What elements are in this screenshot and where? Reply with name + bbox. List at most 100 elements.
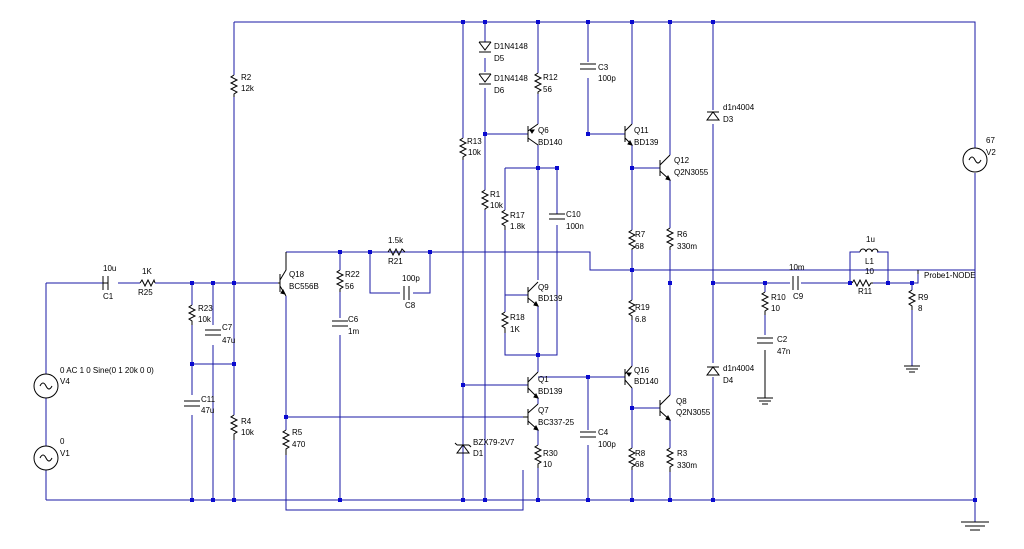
d3-ref: D3: [723, 115, 734, 124]
resistor-r2[interactable]: R2 12k: [229, 73, 255, 97]
resistor-r10[interactable]: R10 10: [760, 291, 786, 315]
r6-ref: R6: [677, 230, 688, 239]
v4-ref: V4: [60, 377, 70, 386]
c2-value: 47n: [777, 347, 790, 356]
c4-value: 100p: [598, 440, 616, 449]
v2-value: 67: [986, 136, 995, 145]
transistor-q18[interactable]: Q18 BC556B: [278, 252, 319, 297]
voltage-probe[interactable]: Probe1-NODE: [917, 270, 976, 280]
r1-ref: R1: [490, 190, 501, 199]
r10-value: 10: [771, 304, 780, 313]
q16-value: BD140: [634, 377, 659, 386]
resistor-r8[interactable]: R8 68: [627, 447, 646, 470]
r8-value: 68: [635, 460, 644, 469]
transistor-q1[interactable]: Q1 BD139: [527, 371, 563, 399]
r22-value: 56: [345, 282, 354, 291]
r4-value: 10k: [241, 428, 255, 437]
voltage-source-v4[interactable]: 0 AC 1 0 Sine(0 1 20k 0 0) V4: [33, 366, 154, 399]
r11-ref: R11: [858, 287, 873, 296]
d5-value: D1N4148: [494, 42, 528, 51]
c7-value: 47u: [222, 336, 235, 345]
inductor-l1[interactable]: 1u L1 10: [859, 235, 879, 276]
resistor-r7[interactable]: R7 68: [627, 229, 646, 251]
c8-value: 100p: [402, 274, 420, 283]
resistor-r22[interactable]: R22 56: [335, 269, 360, 292]
diode-d3[interactable]: d1n4004 D3: [706, 103, 755, 124]
r17-value: 1.8k: [510, 222, 526, 231]
capacitor-c3[interactable]: C3 100p: [580, 63, 616, 83]
capacitor-c2[interactable]: C2 47n: [757, 335, 790, 356]
r25-ref: R25: [138, 288, 153, 297]
l1-ref: L1: [865, 257, 874, 266]
r18-value: 1K: [510, 325, 520, 334]
resistor-r1[interactable]: R1 10k: [480, 189, 504, 210]
capacitor-c6[interactable]: C6 1m: [332, 315, 359, 336]
transistor-q11[interactable]: Q11 BD139: [624, 123, 659, 147]
resistor-r18[interactable]: R18 1K: [500, 311, 525, 334]
transistor-q7[interactable]: Q7 BC337-25: [523, 403, 575, 431]
r19-value: 6.8: [635, 315, 647, 324]
q6-ref: Q6: [538, 126, 549, 135]
r17-ref: R17: [510, 211, 525, 220]
q12-ref: Q12: [674, 156, 690, 165]
capacitor-c8[interactable]: 100p C8: [402, 274, 420, 310]
c7-ref: C7: [222, 323, 233, 332]
c8-ref: C8: [405, 301, 416, 310]
transistor-q12[interactable]: Q12 Q2N3055: [659, 154, 709, 181]
r13-ref: R13: [467, 137, 482, 146]
resistor-r25[interactable]: 1K R25: [138, 267, 156, 297]
ground-symbol-main: [961, 521, 989, 531]
v2-ref: V2: [986, 148, 996, 157]
r5-ref: R5: [292, 428, 303, 437]
r13-value: 10k: [468, 148, 482, 157]
resistor-r9[interactable]: R9 8: [907, 289, 929, 313]
transistor-q6[interactable]: Q6 BD140: [527, 123, 563, 147]
q11-value: BD139: [634, 138, 659, 147]
transistor-q9[interactable]: Q9 BD139: [527, 281, 563, 307]
r10-ref: R10: [771, 293, 786, 302]
transistor-q16[interactable]: Q16 BD140: [624, 365, 659, 389]
capacitor-c10[interactable]: C10 100n: [549, 210, 584, 231]
resistor-r12[interactable]: R12 56: [533, 72, 558, 94]
r2-ref: R2: [241, 73, 252, 82]
resistor-r23[interactable]: R23 10k: [187, 304, 213, 325]
diode-d4[interactable]: d1n4004 D4: [706, 364, 755, 385]
diode-d6[interactable]: D1N4148 D6: [478, 73, 528, 95]
zener-diode-d1[interactable]: BZX79-2V7 D1: [454, 438, 515, 458]
capacitor-c11[interactable]: C11 47u: [184, 395, 216, 415]
diode-d5[interactable]: D1N4148 D5: [478, 41, 528, 63]
capacitor-c4[interactable]: C4 100p: [580, 428, 616, 449]
c3-value: 100p: [598, 74, 616, 83]
junctions: [190, 20, 977, 502]
l1-value: 10: [865, 267, 874, 276]
r9-ref: R9: [918, 293, 929, 302]
r18-ref: R18: [510, 313, 525, 322]
capacitor-c9[interactable]: 10m C9: [789, 263, 805, 301]
resistor-r11[interactable]: R11: [851, 278, 873, 296]
v1-ref: V1: [60, 449, 70, 458]
r9-value: 8: [918, 304, 923, 313]
resistor-r17[interactable]: R17 1.8k: [500, 209, 526, 231]
resistor-r6[interactable]: R6 330m: [665, 227, 697, 251]
voltage-source-v2[interactable]: 67 V2: [962, 136, 996, 173]
resistor-r13[interactable]: R13 10k: [458, 137, 482, 160]
resistor-r4[interactable]: R4 10k: [229, 414, 255, 440]
q7-ref: Q7: [538, 406, 549, 415]
c1-value: 10u: [103, 264, 116, 273]
resistor-r5[interactable]: R5 470: [281, 428, 306, 455]
v1-value: 0: [60, 437, 65, 446]
r7-ref: R7: [635, 230, 646, 239]
transistor-q8[interactable]: Q8 Q2N3055: [659, 394, 711, 421]
capacitor-c7[interactable]: C7 47u: [205, 323, 235, 345]
resistor-r21[interactable]: 1.5k R21: [387, 236, 406, 266]
r12-ref: R12: [543, 73, 558, 82]
r4-ref: R4: [241, 417, 252, 426]
q7-value: BC337-25: [538, 418, 575, 427]
resistor-r19[interactable]: R19 6.8: [627, 299, 650, 324]
voltage-source-v1[interactable]: 0 V1: [33, 437, 70, 471]
capacitor-c1[interactable]: 10u C1: [102, 264, 116, 301]
resistor-r30[interactable]: R30 10: [533, 444, 558, 469]
d3-value: d1n4004: [723, 103, 755, 112]
resistor-r3[interactable]: R3 330m: [665, 447, 697, 472]
